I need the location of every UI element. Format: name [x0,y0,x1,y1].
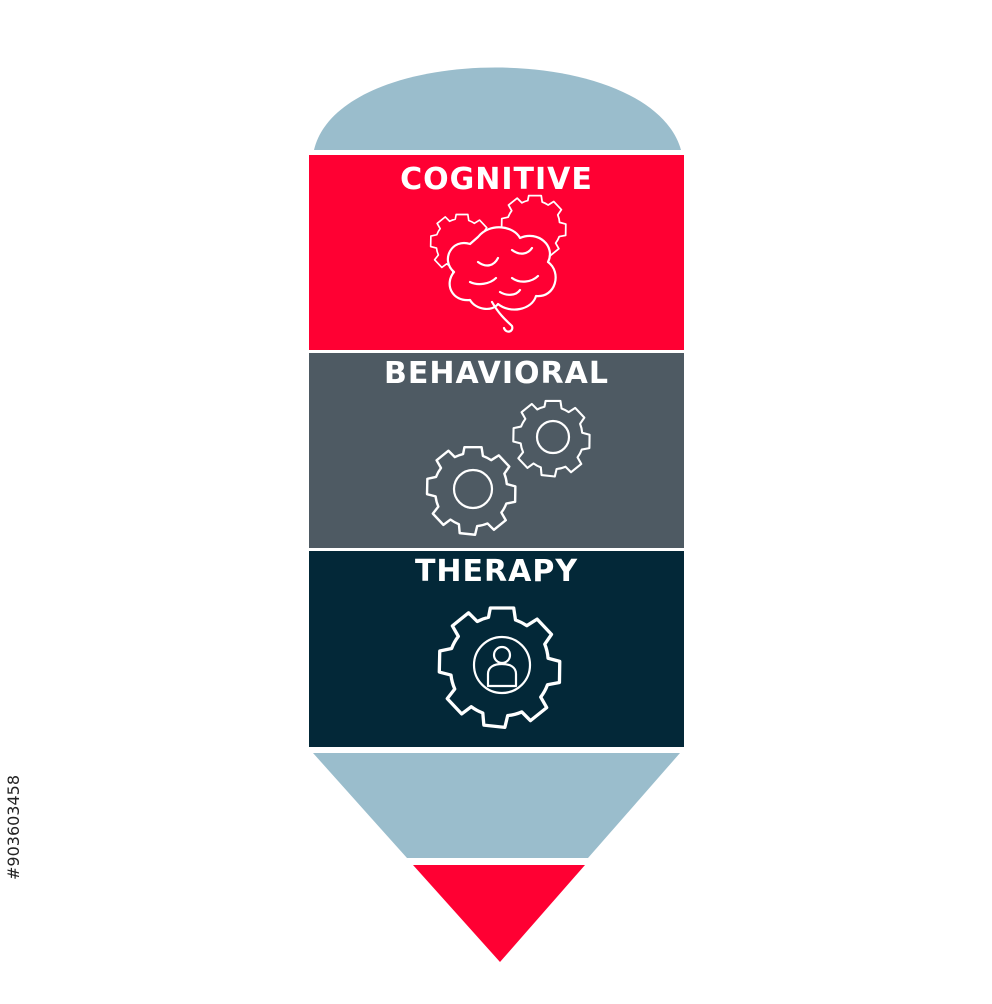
band-behavioral [309,353,684,548]
label-therapy: THERAPY [414,554,579,589]
label-cognitive: COGNITIVE [400,162,593,197]
stock-image-id: #903603458 [4,774,23,880]
pencil-top-cap [314,67,681,150]
pencil-tip [413,865,585,962]
gear-with-person-icon [437,606,562,730]
pencil-cone [313,753,680,858]
brain-with-gears-icon [429,194,567,333]
label-behavioral: BEHAVIORAL [384,356,609,391]
two-gears-icon [425,399,591,536]
